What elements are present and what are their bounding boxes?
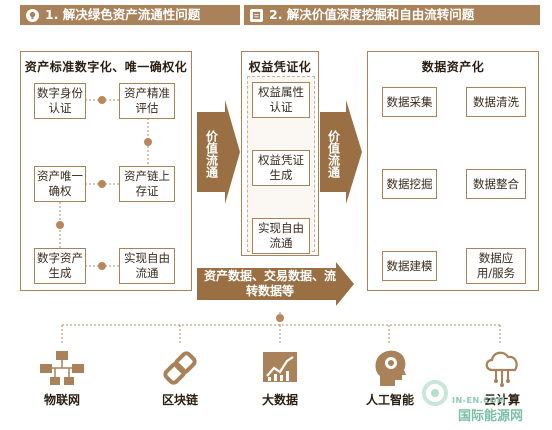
box-data-integration: 数据整合 [466, 169, 526, 199]
box-data-application: 数据应用/服务 [466, 248, 526, 284]
box-data-mining: 数据挖掘 [382, 169, 437, 199]
ai-icon [372, 346, 408, 388]
header-right-text: 2. 解决价值深度挖掘和自由流转问题 [269, 7, 475, 22]
iot-icon [38, 348, 86, 388]
arrow2-label: 价值流通 [326, 130, 341, 178]
box-onchain-record: 资产链上存证 [119, 166, 175, 202]
bottom-arrow-label: 资产数据、交易数据、流转数据等 [204, 269, 337, 298]
tech-label-blockchain: 区块链 [161, 393, 198, 407]
header-left-text: 1. 解决绿色资产流通性问题 [45, 7, 201, 22]
cloud-icon [482, 348, 522, 388]
watermark-en: IN-EN.COM [452, 396, 506, 405]
tech-label-cloud: 云计算 [483, 393, 520, 407]
box-digital-identity: 数字身份认证 [34, 83, 86, 119]
header-right: 2. 解决价值深度挖掘和自由流转问题 [244, 5, 540, 25]
watermark-logo-icon [420, 378, 450, 408]
tech-label-iot: 物联网 [43, 393, 80, 407]
panel-mid-title: 权益凭证化 [248, 60, 312, 74]
lightbulb-icon [26, 8, 39, 22]
arrow1-label: 价值流通 [204, 130, 219, 178]
box-free-circulation-left: 实现自由流通 [119, 248, 175, 284]
panel-right-title: 数据资产化 [421, 60, 485, 74]
watermark-cn: 国际能源网 [458, 409, 524, 424]
box-data-cleaning: 数据清洗 [466, 87, 526, 117]
box-data-modeling: 数据建模 [382, 251, 437, 281]
box-free-circulation-mid: 实现自由流通 [252, 218, 310, 254]
box-data-collection: 数据采集 [382, 87, 437, 117]
header-left: 1. 解决绿色资产流通性问题 [20, 5, 240, 25]
box-equity-voucher: 权益凭证生成 [252, 150, 310, 186]
panel-left-title: 资产标准数字化、唯一确权化 [24, 60, 188, 74]
box-equity-attribute: 权益属性认证 [252, 82, 310, 118]
blockchain-icon [160, 348, 200, 388]
tech-label-bigdata: 大数据 [261, 393, 298, 407]
tech-label-ai: 人工智能 [365, 393, 414, 407]
box-asset-valuation: 资产精准评估 [119, 83, 175, 119]
box-digital-asset-gen: 数字资产生成 [34, 248, 86, 284]
bigdata-icon [260, 348, 300, 388]
document-icon [250, 8, 263, 22]
box-asset-ownership: 资产唯一确权 [34, 166, 86, 202]
